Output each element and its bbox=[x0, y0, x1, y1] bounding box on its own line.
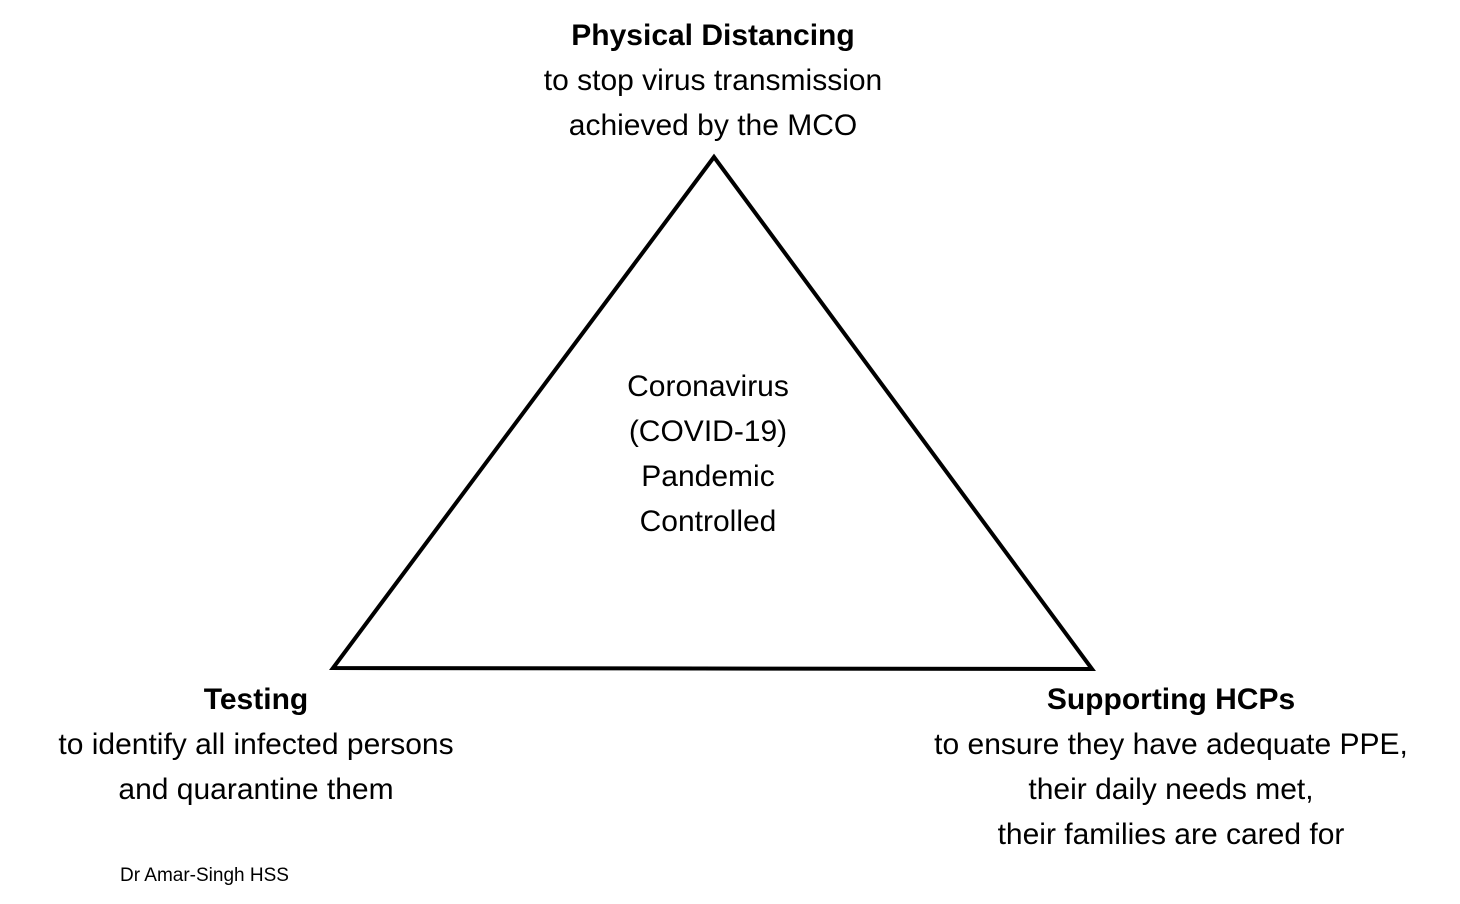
top-vertex-line-2: achieved by the MCO bbox=[568, 109, 858, 142]
bottom-left-vertex-title: Testing bbox=[203, 683, 309, 716]
bottom-left-vertex-line-1: to identify all infected persons bbox=[58, 728, 454, 761]
bottom-right-vertex-line-2: their daily needs met, bbox=[1028, 773, 1314, 806]
top-vertex-line-1: to stop virus transmission bbox=[543, 64, 883, 97]
bottom-left-vertex-line-2: and quarantine them bbox=[118, 773, 394, 806]
center-line-1: Coronavirus bbox=[627, 370, 789, 403]
bottom-right-vertex-label: Supporting HCPs to ensure they have adeq… bbox=[934, 677, 1408, 857]
top-vertex-title: Physical Distancing bbox=[571, 19, 855, 52]
bottom-left-vertex-label: Testing to identify all infected persons… bbox=[58, 677, 453, 812]
center-line-3: Pandemic bbox=[641, 460, 775, 493]
bottom-right-vertex-line-1: to ensure they have adequate PPE, bbox=[934, 728, 1408, 761]
attribution-text: Dr Amar-Singh HSS bbox=[120, 865, 289, 886]
top-vertex-label: Physical Distancing to stop virus transm… bbox=[544, 13, 882, 148]
bottom-right-vertex-title: Supporting HCPs bbox=[1046, 683, 1296, 716]
bottom-right-vertex-line-3: their families are cared for bbox=[997, 818, 1345, 851]
center-line-2: (COVID-19) bbox=[628, 415, 788, 448]
triangle-outline bbox=[329, 153, 1096, 672]
center-label: Coronavirus (COVID-19) Pandemic Controll… bbox=[627, 364, 789, 544]
center-line-4: Controlled bbox=[639, 505, 777, 538]
